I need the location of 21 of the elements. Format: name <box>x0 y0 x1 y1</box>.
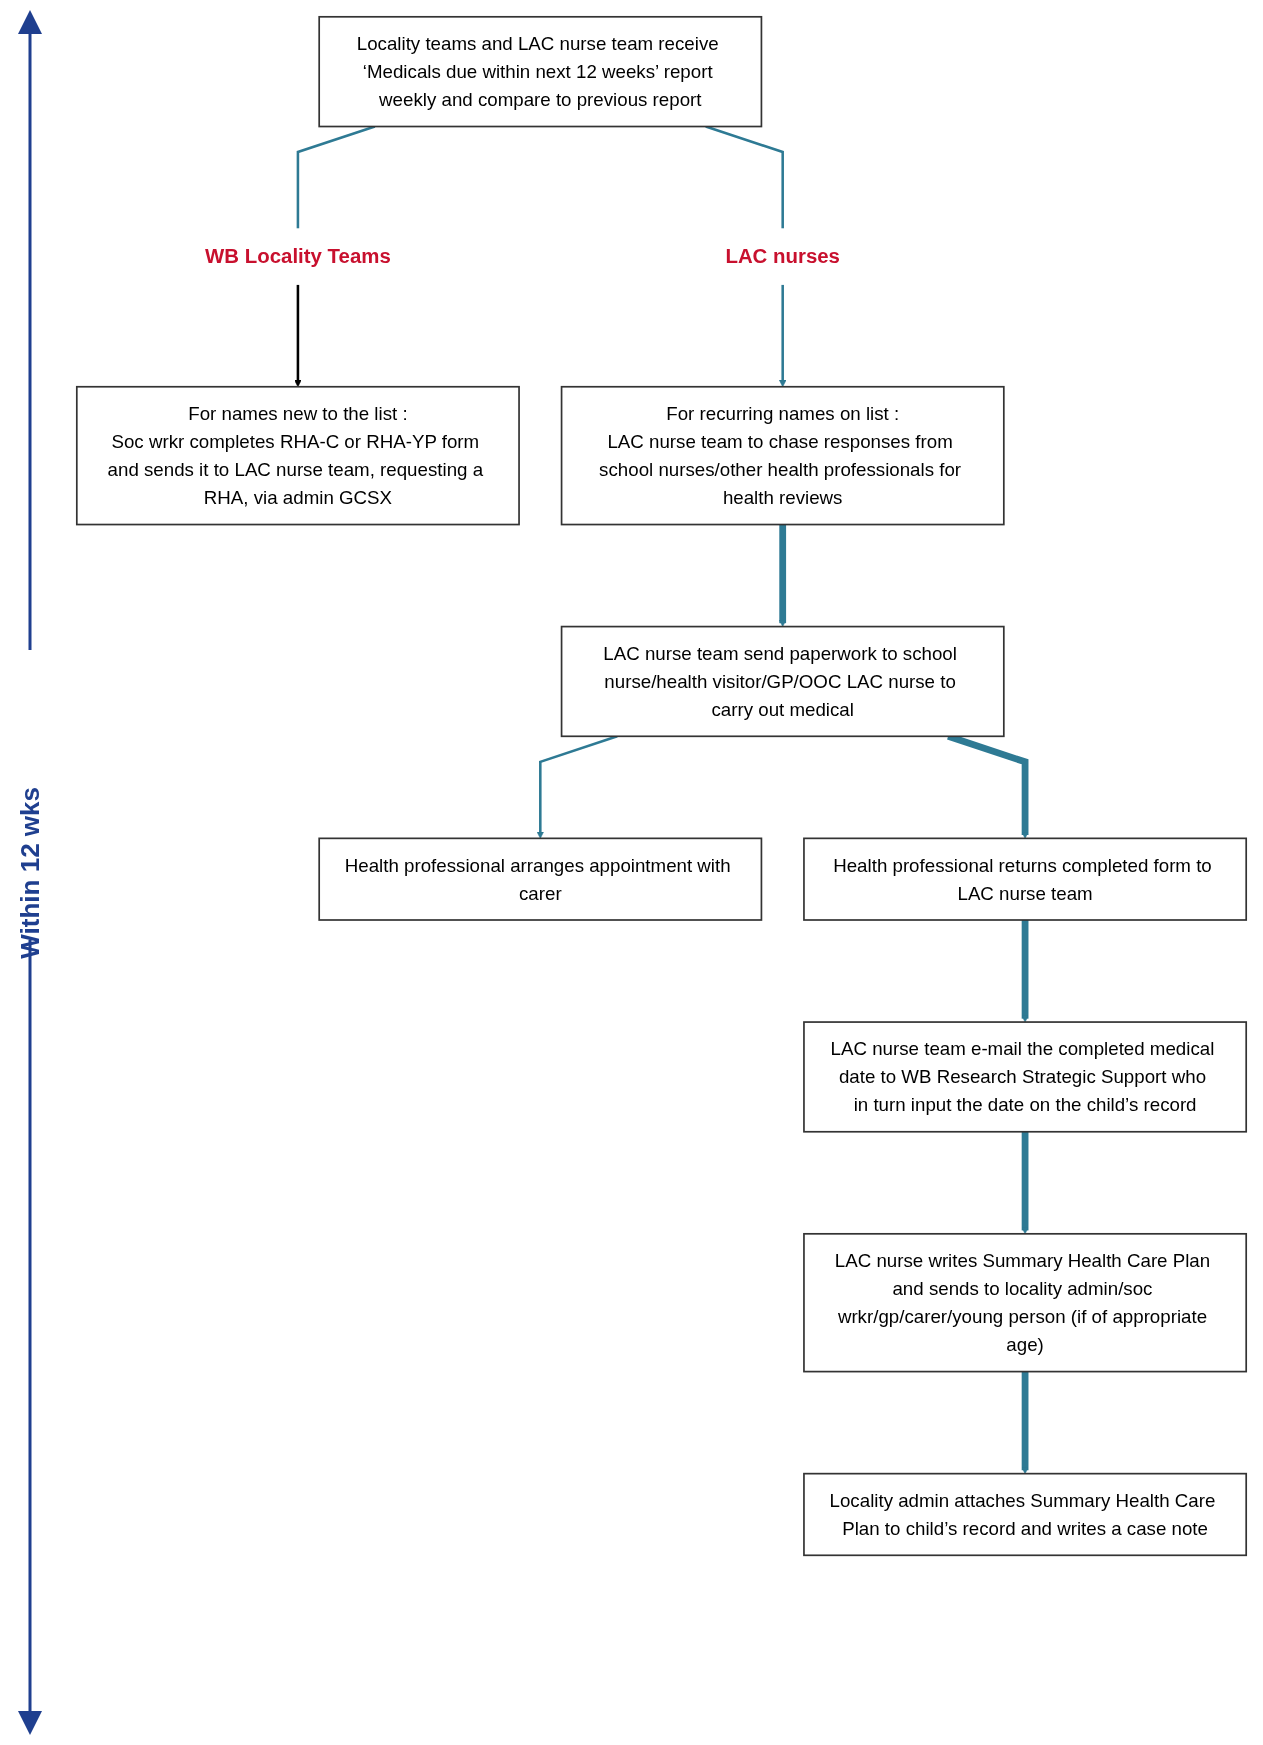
node-box: Locality teams and LAC nurse team receive ‘Medicals due within next 12 weeks’ report weekly and compare to previous report <box>318 15 763 128</box>
node-box: LAC nurse team e-mail the completed medical date to WB Research Strategic Support who in turn input the date on the child’s record <box>803 1021 1248 1133</box>
arrow <box>1021 920 1029 1023</box>
arrow <box>536 735 618 839</box>
node-box: For recurring names on list : LAC nurse team to chase responses from school nurses/other health professionals for health reviews <box>560 385 1005 526</box>
node-text: WB Locality Teams <box>205 244 391 268</box>
node-box: LAC nurse team send paperwork to school nurse/health visitor/GP/OOC LAC nurse to carry out medical <box>560 625 1005 738</box>
arrow <box>778 284 787 388</box>
node-box: For names new to the list : Soc wrkr completes RHA-C or RHA-YP form and sends it to LAC nurse team, requesting a RHA, via admin GCSX <box>75 385 520 526</box>
arrow <box>1021 1131 1029 1235</box>
node-box: Health professional returns completed form to LAC nurse team <box>803 837 1248 921</box>
connector <box>705 125 784 229</box>
arrow <box>1021 1371 1029 1474</box>
node-text: LAC nurses <box>725 244 840 268</box>
arrow <box>294 284 302 388</box>
arrow <box>778 524 787 627</box>
timeframe-label: Within 12 wks <box>14 786 46 959</box>
node-box: Locality admin attaches Summary Health Care Plan to child’s record and writes a case note <box>803 1472 1248 1557</box>
node-box: Health professional arranges appointment with carer <box>318 837 763 921</box>
connector <box>296 125 376 229</box>
node-box: LAC nurse writes Summary Health Care Plan and sends to locality admin/soc wrkr/gp/carer/young person (if of appropriate age) <box>803 1232 1248 1373</box>
